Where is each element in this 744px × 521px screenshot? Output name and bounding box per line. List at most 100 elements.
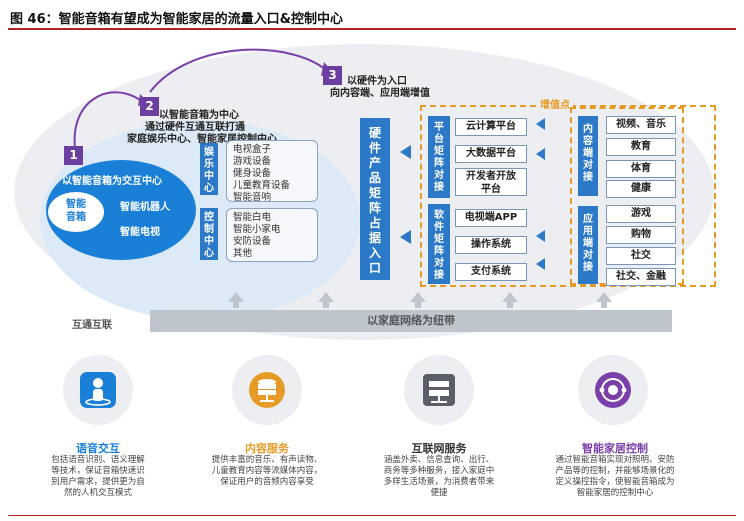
app-item-box: 社交: [606, 247, 676, 265]
as-char: 用: [583, 226, 593, 237]
sw-char: 阵: [434, 246, 444, 257]
list-item: 智能小家电: [233, 224, 281, 235]
list-item: 安防设备: [233, 236, 272, 247]
smart-speaker-badge: 智能 音箱: [48, 192, 104, 232]
content-item-box: 视频、音乐: [606, 116, 676, 134]
up-arrow-icon: [228, 292, 244, 308]
cs-char: 端: [583, 148, 593, 159]
up-arrow-icon: [410, 292, 426, 308]
speaker-line-2: 音箱: [66, 212, 86, 223]
ent-char-1: 娱: [204, 147, 214, 158]
cs-char: 容: [583, 136, 593, 147]
hw-char: 件: [368, 141, 381, 155]
cs-char: 对: [583, 160, 593, 171]
ent-char-3: 中: [204, 171, 214, 182]
control-device-list: 智能白电 智能小家电 安防设备 其他: [226, 208, 318, 262]
sw-char: 接: [434, 270, 444, 281]
content-title: 内容服务: [245, 442, 289, 455]
left-arrow-icon: [536, 118, 545, 130]
speaker-line-1: 智能: [66, 199, 86, 210]
internet-desc: 涵盖外卖、信息查询、出行、商务等多种服务，接入家庭中多样生活场景，为消费者带来便…: [383, 455, 495, 498]
hw-char: 矩: [368, 186, 381, 200]
pf-char: 台: [434, 134, 444, 145]
home-network-band: 以家庭网络为纽带: [150, 310, 672, 332]
hw-char: 品: [368, 171, 381, 185]
smarthome-desc: 通过智能音箱实现对照明、安防产品等的控制，并能够场景化的定义操控指令，使智能音箱…: [555, 455, 675, 498]
internet-circle: [404, 355, 474, 425]
tv-app-box: 电视端APP: [455, 209, 527, 227]
list-item: 电视盒子: [233, 144, 272, 155]
internet-title: 互联网服务: [411, 442, 467, 455]
content-desc: 提供丰富的音乐、有声读物、儿童教育内容等流媒体内容，保证用户的音频内容享受: [211, 455, 323, 487]
list-item: 其他: [233, 248, 253, 259]
ent-char-2: 乐: [204, 159, 214, 170]
smarthome-title: 智能家居控制: [582, 442, 648, 455]
ctl-char-4: 心: [204, 248, 214, 259]
sw-char: 软: [434, 210, 444, 221]
pf-char: 矩: [434, 146, 444, 157]
content-item-box: 体育: [606, 160, 676, 178]
step-1-label: 以智能音箱为交互中心: [62, 176, 162, 187]
list-item: 智能音响: [233, 192, 272, 203]
voice-circle: [63, 355, 133, 425]
left-arrow-icon: [536, 230, 545, 242]
content-circle: [232, 355, 302, 425]
left-arrow-icon: [536, 258, 545, 270]
list-item: 健身设备: [233, 168, 272, 179]
sw-char: 矩: [434, 234, 444, 245]
left-arrow-icon: [536, 148, 545, 160]
ent-char-4: 心: [204, 183, 214, 194]
step-3-line-2: 向内容端、应用端增值: [330, 88, 430, 99]
content-side-label: 内 容 端 对 接: [578, 116, 598, 196]
ctl-char-2: 制: [204, 224, 214, 235]
developer-platform-box: 开发者开放平台: [455, 168, 527, 196]
content-item-box: 健康: [606, 180, 676, 198]
pf-char: 接: [434, 182, 444, 193]
step-1-badge: 1: [64, 146, 83, 165]
up-arrow-icon: [502, 292, 518, 308]
ctl-char-1: 控: [204, 212, 214, 223]
bigdata-platform-box: 大数据平台: [455, 145, 527, 163]
pf-char: 阵: [434, 158, 444, 169]
cs-char: 内: [583, 124, 593, 135]
value-added-label: 增值点: [537, 96, 573, 111]
software-matrix-label: 软 件 矩 阵 对 接: [428, 204, 450, 284]
os-box: 操作系统: [455, 236, 527, 254]
step-2-line-2: 通过硬件互通互联打通: [145, 122, 245, 133]
server-icon: [423, 374, 455, 406]
figure-title: 图 46：智能音箱有望成为智能家居的流量入口&控制中心: [10, 12, 343, 27]
voice-desc: 包括语音识别、语义理解等技术，保证音箱快速识别用户需求，提供更为自然的人机交互模…: [51, 455, 145, 498]
hw-char: 阵: [368, 201, 381, 215]
app-item-box: 购物: [606, 226, 676, 244]
app-item-box: 社交、金融: [606, 268, 676, 286]
entertainment-center-label: 娱 乐 中 心: [200, 143, 218, 195]
as-char: 接: [583, 262, 593, 273]
app-side-label: 应 用 端 对 接: [578, 206, 598, 284]
step-2-badge: 2: [140, 97, 159, 116]
list-item: 游戏设备: [233, 156, 272, 167]
voice-title: 语音交互: [76, 442, 120, 455]
payment-box: 支付系统: [455, 263, 527, 281]
control-center-label: 控 制 中 心: [200, 208, 218, 260]
smart-robot-label: 智能机器人: [120, 202, 170, 213]
bottom-rule: [8, 515, 736, 516]
hardware-matrix-column: 硬 件 产 品 矩 阵 占 据 入 口: [360, 118, 390, 280]
up-arrow-icon: [318, 292, 334, 308]
hw-char: 据: [368, 231, 381, 245]
hw-char: 口: [368, 261, 381, 275]
hw-char: 硬: [368, 126, 381, 140]
interconnect-label: 互通互联: [72, 320, 112, 331]
hw-char: 入: [368, 246, 381, 260]
left-arrow-icon: [400, 230, 411, 244]
as-char: 对: [583, 250, 593, 261]
pf-char: 平: [434, 122, 444, 133]
sw-char: 对: [434, 258, 444, 269]
top-rule: [8, 28, 736, 30]
person-icon: [80, 372, 116, 408]
hw-char: 占: [368, 216, 381, 230]
as-char: 应: [583, 214, 593, 225]
list-item: 智能白电: [233, 212, 272, 223]
ctl-char-3: 中: [204, 236, 214, 247]
as-char: 端: [583, 238, 593, 249]
step-3-badge: 3: [323, 66, 342, 85]
